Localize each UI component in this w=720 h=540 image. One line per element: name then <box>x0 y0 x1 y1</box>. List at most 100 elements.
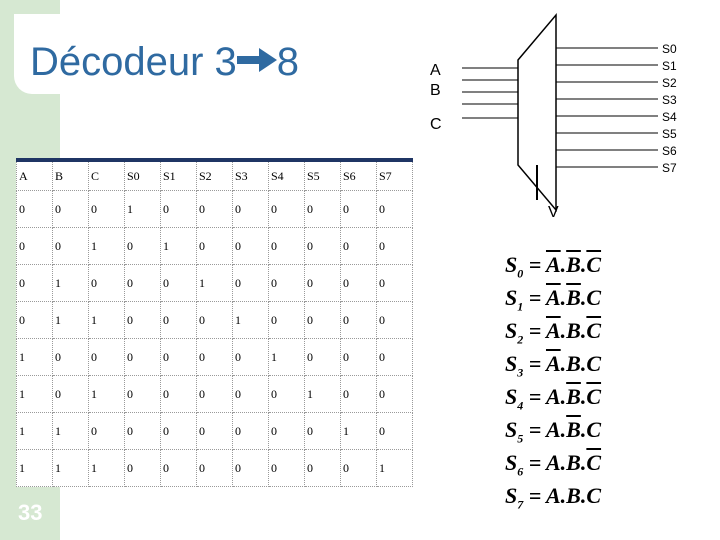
title-panel <box>14 14 354 94</box>
table-header-cell: S1 <box>160 158 197 191</box>
equation-equals: = <box>523 483 546 508</box>
equation-dot: . <box>560 318 567 343</box>
table-cell: 1 <box>232 301 269 339</box>
table-cell: 0 <box>160 264 197 302</box>
equation-subscript: 3 <box>517 365 524 380</box>
table-cell: 0 <box>196 412 233 450</box>
equation-dot: . <box>560 483 567 508</box>
equation-variable: A <box>545 450 561 475</box>
equation-variable: B <box>566 351 581 376</box>
output-label-s1: S1 <box>662 59 677 73</box>
table-cell: 0 <box>304 264 341 302</box>
equation-variable: A <box>545 252 561 277</box>
table-cell: 0 <box>88 338 125 376</box>
page-number: 33 <box>18 500 43 525</box>
table-cell: 0 <box>16 301 53 339</box>
equation-equals: = <box>523 285 546 310</box>
table-cell: 0 <box>376 301 413 339</box>
table-header-cell: S7 <box>376 158 413 191</box>
equation-variable: A <box>545 384 561 409</box>
equation-equals: = <box>523 351 546 376</box>
input-label-a: A <box>430 62 441 79</box>
table-cell: 0 <box>232 449 269 487</box>
equation-variable: C <box>586 483 602 508</box>
table-cell: 1 <box>196 264 233 302</box>
equation-equals: = <box>523 252 546 277</box>
table-cell: 0 <box>340 375 377 413</box>
table-cell: 0 <box>232 375 269 413</box>
equation-variable: C <box>586 450 602 475</box>
table-cell: 0 <box>88 412 125 450</box>
equation-subscript: 2 <box>517 332 524 347</box>
equation-dot: . <box>580 483 587 508</box>
table-cell: 0 <box>160 338 197 376</box>
equation-dot: . <box>560 417 567 442</box>
equation-output: S <box>505 252 518 277</box>
table-cell: 0 <box>196 301 233 339</box>
decoder-block <box>517 12 557 213</box>
table-cell: 0 <box>52 338 89 376</box>
equation-variable: C <box>586 417 602 442</box>
table-header-cell: S2 <box>196 158 233 191</box>
table-header-cell: S3 <box>232 158 269 191</box>
table-header-row: A B C S0 S1 S2 S3 S4 S5 S6 S7 <box>16 158 413 191</box>
table-cell: 0 <box>340 227 377 265</box>
table-cell: 0 <box>376 227 413 265</box>
equation-subscript: 5 <box>517 431 524 446</box>
equation-output: S <box>505 351 518 376</box>
equation-equals: = <box>523 417 546 442</box>
equation-dot: . <box>560 351 567 376</box>
table-cell: 0 <box>124 264 161 302</box>
equation-variable: B <box>566 417 581 442</box>
input-label-b: B <box>430 82 441 99</box>
table-cell: 0 <box>88 190 125 228</box>
equation-subscript: 1 <box>517 299 524 314</box>
table-cell: 1 <box>88 227 125 265</box>
equation-variable: B <box>566 384 581 409</box>
table-cell: 1 <box>88 301 125 339</box>
table-cell: 1 <box>376 449 413 487</box>
equation-subscript: 7 <box>517 497 524 512</box>
table-cell: 0 <box>340 190 377 228</box>
table-cell: 0 <box>376 190 413 228</box>
table-cell: 0 <box>124 449 161 487</box>
equation-s4: S4 = A.B.C <box>505 384 601 413</box>
equation-s6: S6 = A.B.C <box>505 450 601 479</box>
table-header-cell: S6 <box>340 158 377 191</box>
equation-output: S <box>505 384 518 409</box>
table-cell: 0 <box>160 190 197 228</box>
table-cell: 0 <box>16 190 53 228</box>
table-cell: 1 <box>304 375 341 413</box>
equation-variable: A <box>545 417 561 442</box>
equation-variable: C <box>586 285 602 310</box>
title-suffix: 8 <box>276 40 300 84</box>
table-cell: 0 <box>340 338 377 376</box>
output-label-s2: S2 <box>662 76 677 90</box>
table-cell: 0 <box>304 190 341 228</box>
table-cell: 0 <box>196 338 233 376</box>
table-cell: 0 <box>376 412 413 450</box>
table-cell: 0 <box>376 264 413 302</box>
table-cell: 0 <box>124 412 161 450</box>
equation-s0: S0 = A.B.C <box>505 252 601 281</box>
output-label-s7: S7 <box>662 161 677 175</box>
table-cell: 0 <box>304 412 341 450</box>
table-cell: 0 <box>268 412 305 450</box>
table-cell: 0 <box>232 412 269 450</box>
equation-dot: . <box>560 285 567 310</box>
table-header-cell: S0 <box>124 158 161 191</box>
table-cell: 0 <box>340 264 377 302</box>
equation-s7: S7 = A.B.C <box>505 483 601 512</box>
table-cell: 0 <box>232 227 269 265</box>
equation-output: S <box>505 483 518 508</box>
equation-dot: . <box>580 417 587 442</box>
equation-dot: . <box>580 384 587 409</box>
table-cell: 0 <box>52 190 89 228</box>
table-cell: 1 <box>268 338 305 376</box>
table-cell: 1 <box>52 301 89 339</box>
